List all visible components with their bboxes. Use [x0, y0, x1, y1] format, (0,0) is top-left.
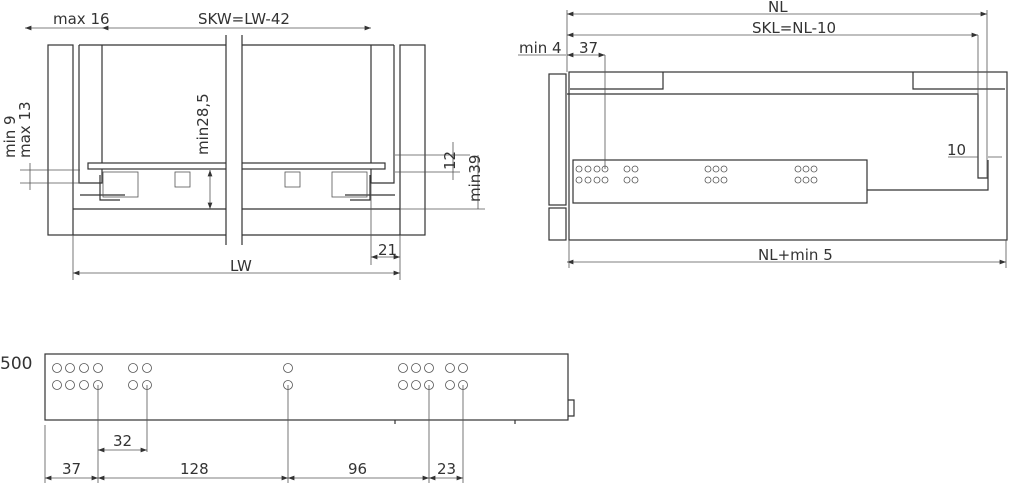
- dim-skl: SKL=NL-10: [752, 19, 836, 37]
- dim-skw: SKW=LW-42: [198, 10, 290, 28]
- dim-max16: max 16: [53, 10, 110, 28]
- front-view: max 16 SKW=LW-42 LW 21 min 9 max 13 min2…: [1, 10, 485, 280]
- dim-23: 23: [437, 460, 456, 478]
- side-view: NL SKL=NL-10 min 4 37 10 NL+min 5: [518, 0, 1008, 268]
- dim-nl: NL: [768, 0, 788, 16]
- dim-96: 96: [348, 460, 367, 478]
- dim-min4: min 4: [519, 39, 562, 57]
- dim-32: 32: [113, 432, 132, 450]
- dim-lw: LW: [230, 257, 252, 275]
- runner-view: 500 32 37 128 96 23: [0, 353, 575, 483]
- dim-12: 12: [441, 151, 459, 170]
- dim-nl-min5: NL+min 5: [758, 246, 833, 264]
- runner-holes: [575, 165, 818, 184]
- dim-128: 128: [180, 460, 209, 478]
- dim-min28-5: min28,5: [194, 93, 212, 155]
- dim-min39: min39: [466, 155, 484, 202]
- dim-37: 37: [62, 460, 81, 478]
- dim-37: 37: [579, 39, 598, 57]
- dim-21: 21: [378, 241, 397, 259]
- dim-max13: max 13: [16, 101, 34, 158]
- runner-length: 500: [0, 354, 32, 374]
- dim-10: 10: [947, 141, 966, 159]
- dim-min9: min 9: [1, 115, 19, 158]
